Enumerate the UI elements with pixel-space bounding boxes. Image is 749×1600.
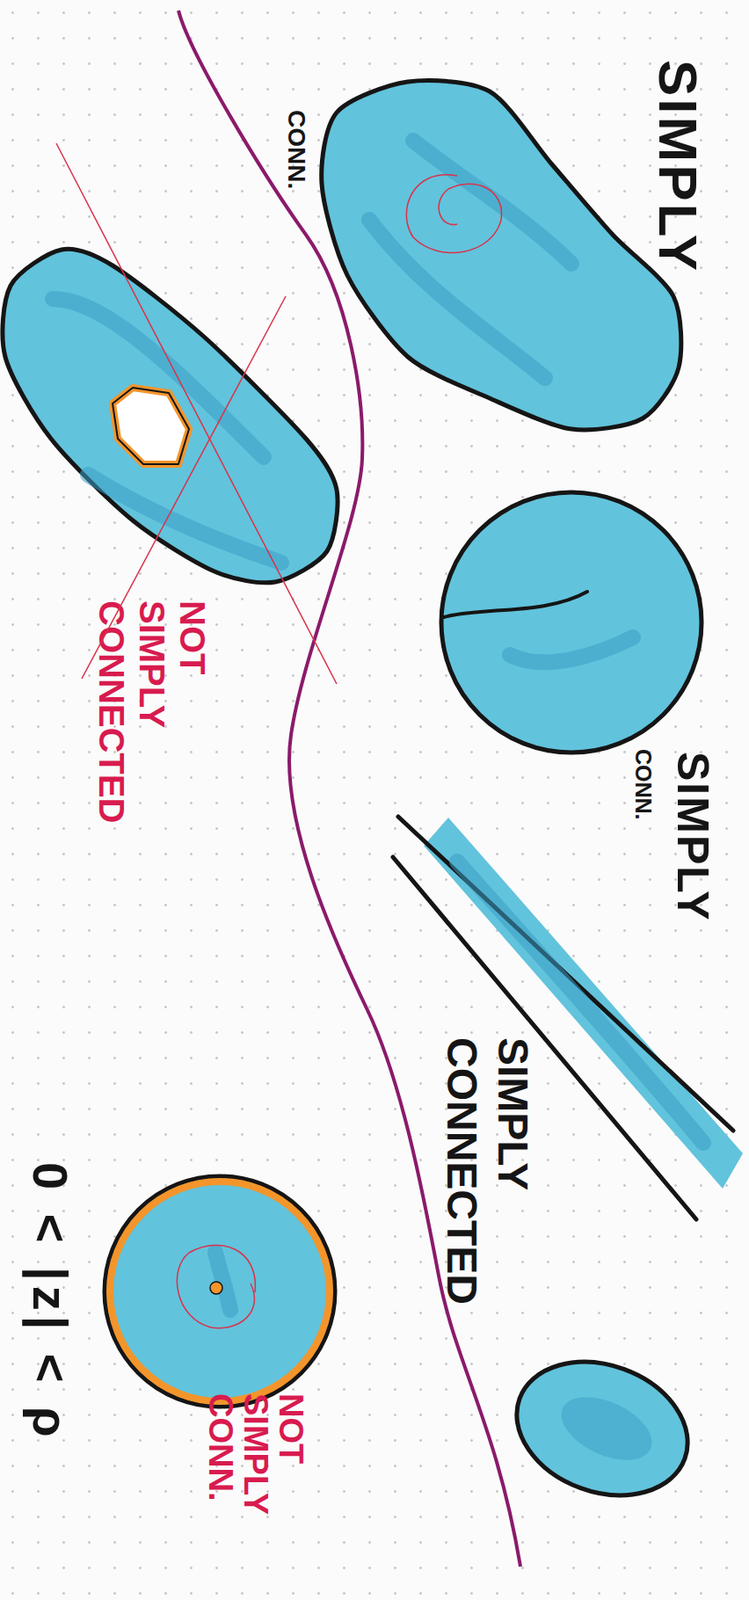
brush-stroke (87, 474, 282, 563)
region-label: NOT SIMPLY CONNECTED (91, 600, 213, 970)
brush-stroke (551, 1384, 662, 1474)
crack-line (443, 591, 588, 618)
shape-outline (307, 70, 691, 436)
not-simply-connected-region: NOT SIMPLY CONNECTED (0, 241, 343, 590)
loop-scribble (176, 1244, 255, 1328)
simply-connected-region: SIMPLYCONN. (307, 70, 691, 436)
region-label: SIMPLY (668, 751, 717, 1121)
cross-out-line (81, 296, 286, 679)
boundary-ring (109, 1181, 330, 1402)
brush-stroke (457, 861, 704, 1143)
simply-connected-ellipse (497, 1338, 706, 1519)
brush-stroke (509, 637, 633, 662)
punctured-disk: NOT SIMPLY CONN. (101, 1173, 338, 1410)
puncture-point (210, 1281, 223, 1295)
brush-stroke (413, 140, 572, 264)
hole-outline (112, 387, 190, 465)
loop-scribble (406, 174, 502, 254)
brush-stroke (369, 219, 546, 379)
region-label: SIMPLY (647, 59, 708, 430)
region-label: SIMPLY CONNECTED (436, 1037, 539, 1407)
domain-formula: 0 < |z| < ρ (22, 1162, 78, 1532)
strip-boundary (392, 857, 697, 1220)
brush-stroke (52, 298, 264, 458)
hole (112, 387, 190, 465)
cross-out-line (56, 143, 337, 684)
simply-connected-disk: SIMPLYCONN. (438, 489, 705, 756)
disk-outline (104, 1176, 335, 1407)
region-label: NOT SIMPLY CONN. (202, 1393, 308, 1600)
brush-strokes (52, 140, 704, 1310)
shape-outline (438, 489, 705, 756)
region-label: CONN. (282, 109, 310, 480)
brush-stroke (215, 1252, 231, 1310)
shape-outline (101, 1173, 338, 1410)
region-outline (2, 248, 338, 582)
divider-curve (178, 10, 521, 1567)
disk-outline (441, 492, 702, 753)
region-label: CONN. (631, 749, 656, 1119)
shape-outline (0, 241, 343, 590)
region-outline (321, 80, 682, 430)
